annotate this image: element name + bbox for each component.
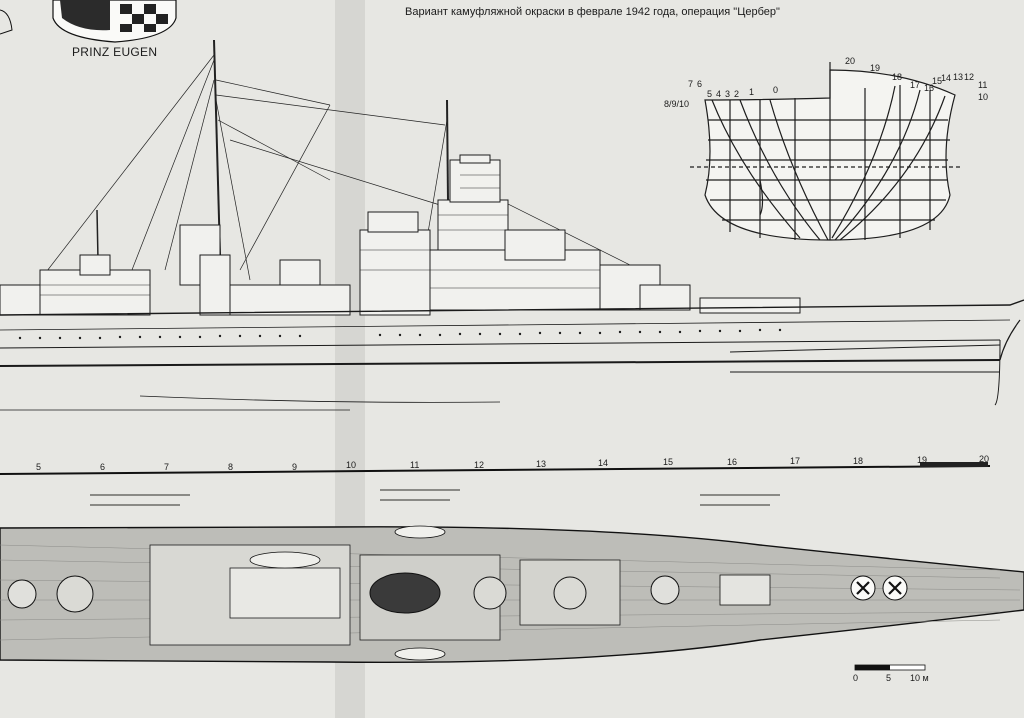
ruler-tick-label: 10 [346,460,357,470]
ruler-tick-label: 17 [790,456,801,466]
section-number: 13 [953,72,964,82]
ruler-tick-label: 9 [292,462,298,472]
hull-profile [0,299,1024,411]
ruler-tick-label: 16 [727,457,738,467]
section-number: 12 [964,72,975,82]
section-number: 6 [697,79,703,89]
section-number: 19 [870,63,881,73]
section-number: 20 [845,56,856,66]
section-number: 1 [749,87,755,97]
scale-bar-end: 10 м [910,673,929,683]
drawing-caption: Вариант камуфляжной окраски в феврале 19… [405,6,780,18]
superstructure-details [40,174,600,296]
ruler-tick-label: 12 [474,460,485,470]
ruler-tick-label: 19 [917,455,928,465]
ruler-tick-label: 5 [36,462,42,472]
ruler-tick-label: 15 [663,457,674,467]
ship-name-label: PRINZ EUGEN [72,45,158,59]
plan-view [0,525,1024,664]
ruler-tick-label: 6 [100,462,106,472]
ruler-tick-label: 7 [164,462,170,472]
ruler-tick-label: 11 [410,460,420,470]
section-number: 7 [688,79,694,89]
portholes [18,328,782,340]
page-bleed-lines [90,489,780,506]
section-number: 16 [924,83,935,93]
ruler-tick-label: 14 [598,458,609,468]
length-ruler [0,462,991,475]
section-number: 5 [707,89,713,99]
scale-bar-mid: 5 [886,673,892,683]
ruler-tick-label: 8 [228,462,234,472]
cross-section [690,62,960,241]
ruler-tick-label: 20 [979,454,990,464]
scale-bar-graphic [854,664,926,671]
section-number: 10 [978,92,989,102]
superstructure [0,154,801,316]
ruler-tick-label: 18 [853,456,864,466]
section-number: 4 [716,89,722,99]
section-number: 11 [978,80,988,90]
section-number: 3 [725,89,731,99]
section-number: 18 [892,72,903,82]
section-number: 0 [773,85,779,95]
section-number: 14 [941,73,952,83]
scale-bar-zero: 0 [853,673,859,683]
coat-of-arms [52,0,177,43]
section-number: 8/9/10 [664,99,690,109]
section-number: 17 [910,80,921,90]
section-number: 15 [932,76,943,86]
coat-fragment [0,9,13,35]
section-number: 2 [734,89,740,99]
ruler-tick-label: 13 [536,459,547,469]
